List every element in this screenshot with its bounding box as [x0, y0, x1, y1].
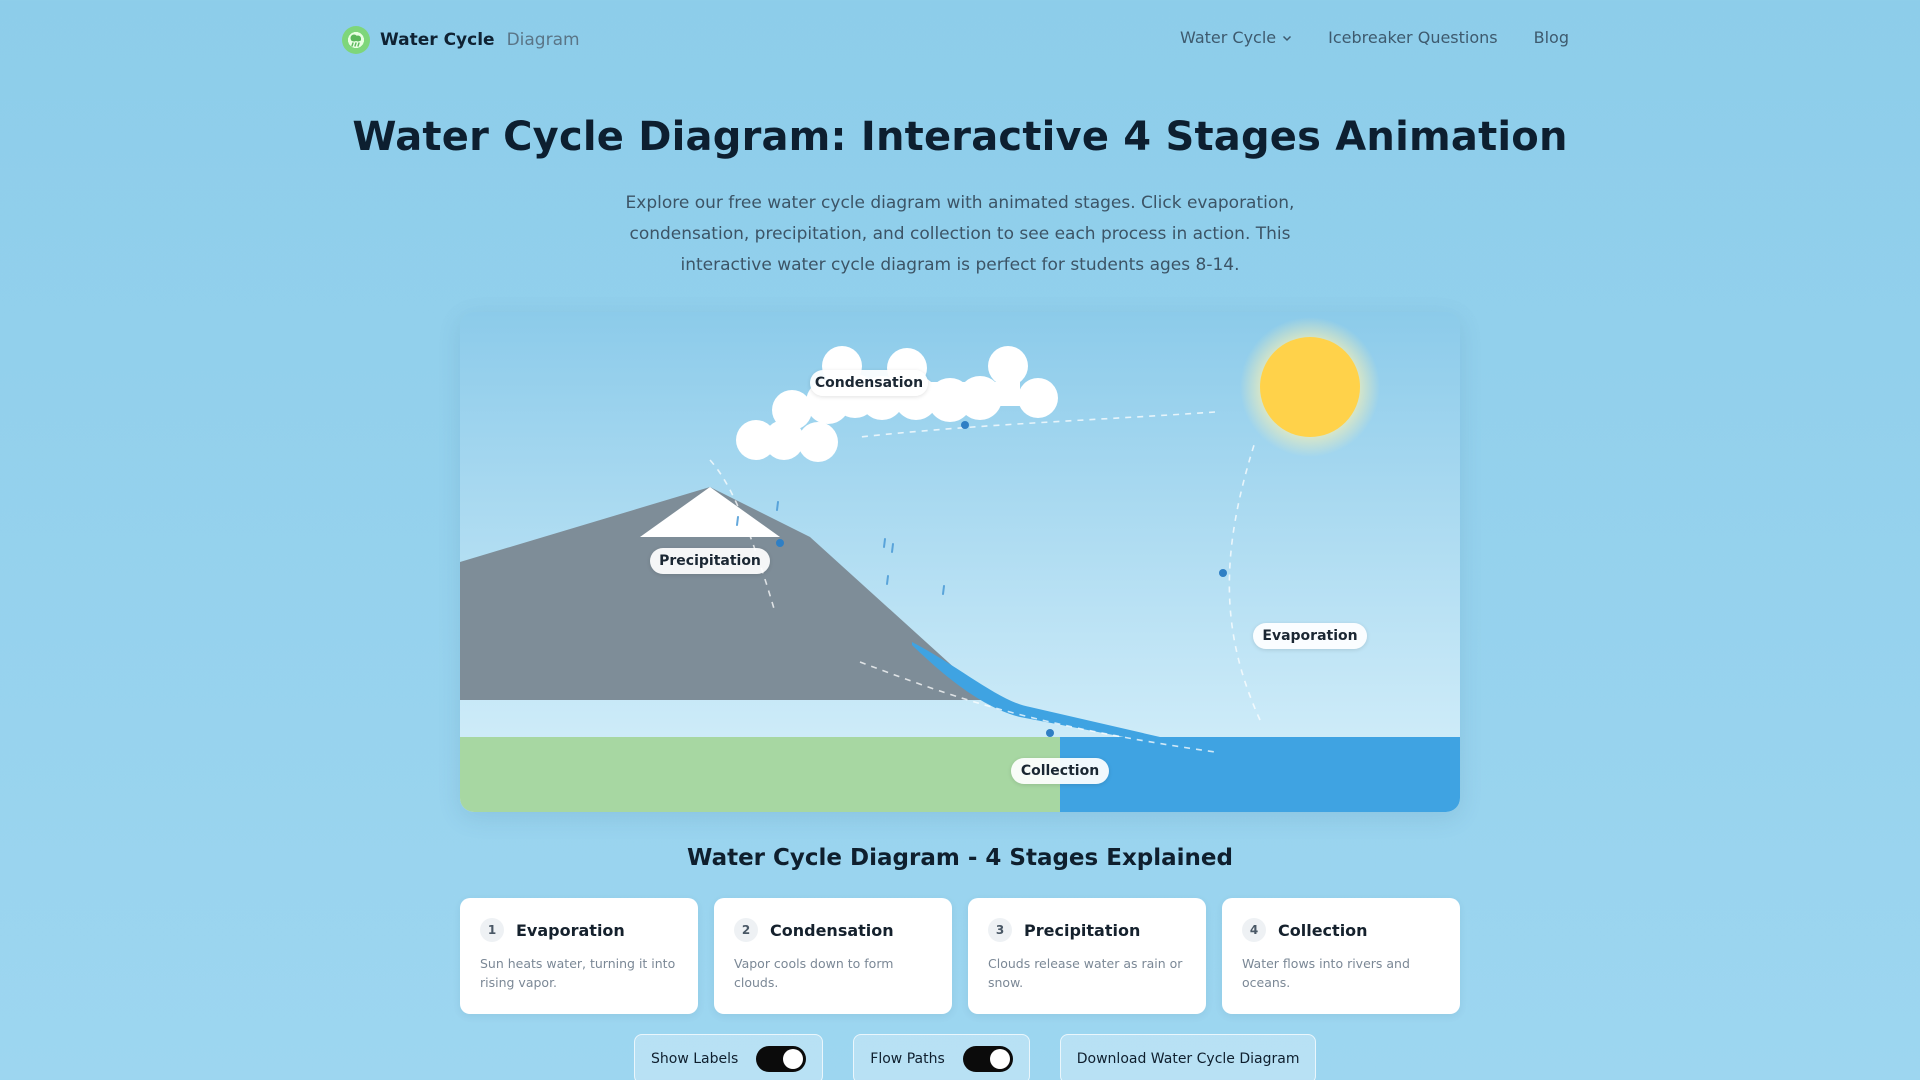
mountain — [460, 487, 990, 700]
stage-number-badge: 3 — [988, 918, 1012, 942]
sun — [1260, 337, 1360, 437]
card-header: 2 Condensation — [734, 918, 932, 942]
nav-link-blog[interactable]: Blog — [1534, 28, 1569, 47]
flow-dot — [1219, 569, 1227, 577]
page-title: Water Cycle Diagram: Interactive 4 Stage… — [352, 114, 1568, 160]
diagram-scene — [460, 312, 1460, 812]
stage-card-condensation[interactable]: 2 Condensation Vapor cools down to form … — [714, 898, 952, 1014]
flow-dot — [961, 421, 969, 429]
flow-dots — [776, 421, 1227, 737]
nav-link-label: Blog — [1533, 28, 1569, 47]
flow-paths-label: Flow Paths — [870, 1051, 945, 1067]
nav-link-label: Water Cycle — [1180, 28, 1277, 47]
river — [912, 642, 1160, 744]
card-header: 1 Evaporation — [480, 918, 678, 942]
stage-card-evaporation[interactable]: 1 Evaporation Sun heats water, turning i… — [460, 898, 698, 1014]
flow-paths-toggle[interactable] — [962, 1046, 1013, 1072]
flow-paths-control: Flow Paths — [853, 1034, 1030, 1080]
brand-subtitle: Diagram — [506, 30, 580, 50]
stage-card-collection[interactable]: 4 Collection Water flows into rivers and… — [1222, 898, 1460, 1014]
stage-number-badge: 1 — [480, 918, 504, 942]
nav-link-icebreaker-questions[interactable]: Icebreaker Questions — [1328, 28, 1498, 47]
raindrops — [736, 501, 945, 595]
download-diagram-button[interactable]: Download Water Cycle Diagram — [1059, 1034, 1317, 1080]
card-description: Sun heats water, turning it into rising … — [480, 956, 676, 990]
label-evaporation[interactable]: Evaporation — [1253, 623, 1367, 649]
card-description: Water flows into rivers and oceans. — [1242, 956, 1410, 990]
water-cycle-diagram: Condensation Precipitation Evaporation C… — [460, 312, 1460, 812]
chevron-down-icon — [1283, 35, 1292, 41]
diagram-controls: Show Labels Flow Paths Download Water Cy… — [634, 1034, 1317, 1080]
show-labels-toggle[interactable] — [756, 1046, 807, 1072]
rain-cloud-icon — [342, 26, 370, 54]
flow-paths — [709, 411, 1261, 753]
show-labels-control: Show Labels — [634, 1034, 824, 1080]
card-title: Evaporation — [516, 920, 625, 940]
nav-link-label: Icebreaker Questions — [1328, 28, 1498, 47]
stage-number-badge: 2 — [734, 918, 758, 942]
card-header: 4 Collection — [1242, 918, 1440, 942]
stage-cards: 1 Evaporation Sun heats water, turning i… — [460, 898, 1460, 1014]
card-description: Vapor cools down to form clouds. — [734, 956, 894, 990]
nav-link-water-cycle[interactable]: Water Cycle — [1180, 28, 1292, 47]
brand-name: Water Cycle — [380, 30, 495, 50]
label-precipitation[interactable]: Precipitation — [650, 548, 770, 574]
stages-section-title: Water Cycle Diagram - 4 Stages Explained — [687, 845, 1233, 871]
stage-number-badge: 4 — [1242, 918, 1266, 942]
flow-dot — [776, 539, 784, 547]
label-collection[interactable]: Collection — [1011, 758, 1109, 784]
nav-links: Water Cycle Icebreaker Questions Blog — [1180, 28, 1569, 47]
ocean — [1060, 737, 1460, 812]
flow-path-evaporation — [1228, 441, 1261, 721]
card-title: Collection — [1278, 920, 1368, 940]
download-button-label: Download Water Cycle Diagram — [1076, 1051, 1300, 1067]
grass — [460, 737, 1060, 812]
card-title: Precipitation — [1024, 920, 1141, 940]
stage-card-precipitation[interactable]: 3 Precipitation Clouds release water as … — [968, 898, 1206, 1014]
page-intro: Explore our free water cycle diagram wit… — [625, 193, 1295, 275]
card-title: Condensation — [770, 920, 894, 940]
label-condensation[interactable]: Condensation — [810, 370, 928, 396]
toggle-knob — [989, 1049, 1010, 1069]
card-description: Clouds release water as rain or snow. — [988, 956, 1183, 990]
show-labels-label: Show Labels — [651, 1051, 739, 1067]
brand-logo-link[interactable]: Water Cycle Diagram — [342, 26, 580, 54]
flow-path-precipitation — [709, 459, 776, 613]
card-header: 3 Precipitation — [988, 918, 1186, 942]
top-nav: Water Cycle Diagram Water Cycle Icebreak… — [0, 0, 1920, 80]
flow-dot — [1046, 729, 1054, 737]
toggle-knob — [783, 1049, 804, 1069]
